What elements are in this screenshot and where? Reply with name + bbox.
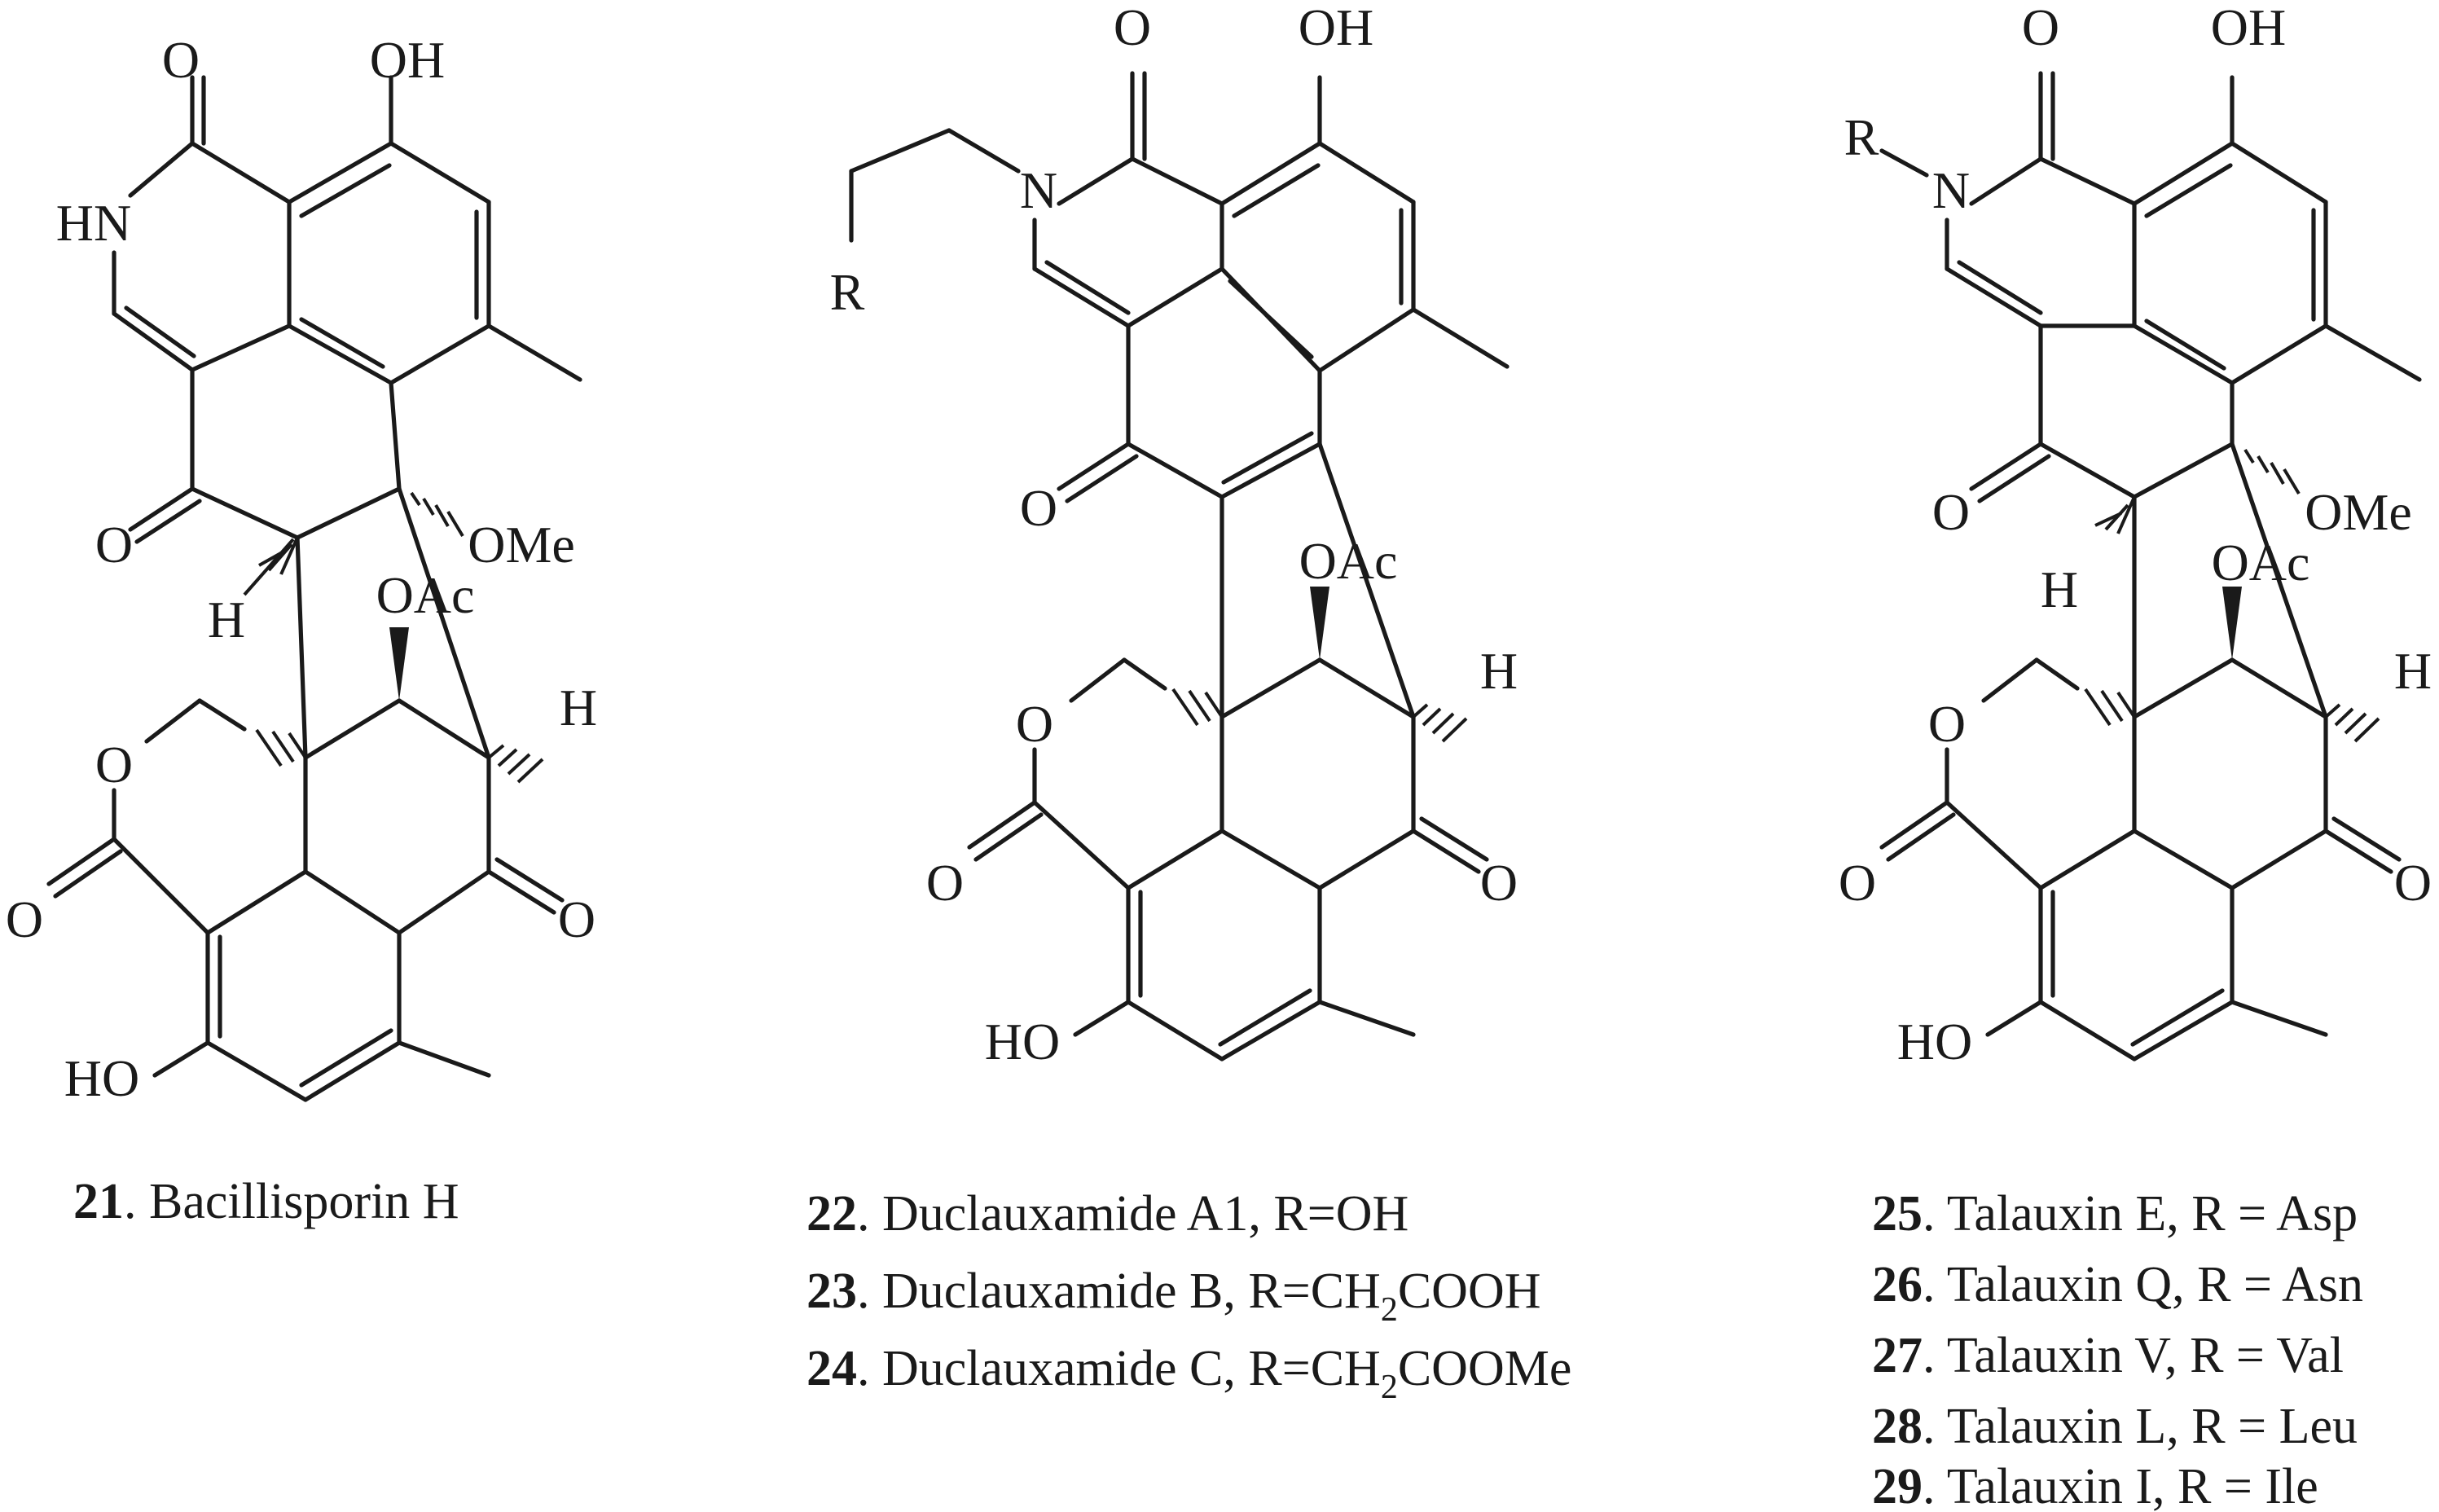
atom-HN: HN xyxy=(56,194,131,252)
atom-HO: HO xyxy=(985,1013,1060,1070)
structure-25-29: R N O OH O OMe H OAc H O O O HO xyxy=(1839,0,2432,1070)
atom-O: O xyxy=(1839,854,1876,912)
atom-OAc: OAc xyxy=(2212,534,2310,591)
atom-OH: OH xyxy=(1299,0,1373,56)
atom-OH: OH xyxy=(370,31,445,89)
structure-21: O OH HN O OMe OAc H H O O O HO xyxy=(6,31,597,1107)
atom-OAc: OAc xyxy=(376,566,475,624)
atom-O: O xyxy=(558,890,595,948)
atom-O: O xyxy=(1114,0,1151,56)
atom-H: H xyxy=(560,679,597,736)
atom-OMe: OMe xyxy=(468,516,575,574)
caption-29: 29. Talauxin I, R = Ile xyxy=(1872,1459,2318,1512)
caption-27: 27. Talauxin V, R = Val xyxy=(1872,1328,2344,1383)
caption-22: 22. Duclauxamide A1, R=OH xyxy=(806,1186,1408,1242)
caption-24: 24. Duclauxamide C, R=CH2COOMe xyxy=(806,1341,1571,1406)
atom-O: O xyxy=(162,31,200,89)
caption-25: 25. Talauxin E, R = Asp xyxy=(1872,1186,2358,1242)
atom-R: R xyxy=(830,263,865,321)
atom-O: O xyxy=(95,736,133,793)
atom-OMe: OMe xyxy=(2305,483,2412,541)
atom-O: O xyxy=(1020,479,1057,537)
atom-O: O xyxy=(6,890,43,948)
caption-23: 23. Duclauxamide B, R=CH2COOH xyxy=(806,1264,1541,1329)
caption-21: 21. Bacillisporin H xyxy=(73,1174,459,1229)
atom-O: O xyxy=(95,516,133,574)
caption-28: 28. Talauxin L, R = Leu xyxy=(1872,1399,2358,1454)
atom-O: O xyxy=(2394,854,2432,912)
atom-N: N xyxy=(1932,161,1970,219)
atom-H: H xyxy=(2041,560,2078,618)
atom-O: O xyxy=(1928,695,1966,753)
atom-OAc: OAc xyxy=(1299,532,1398,590)
atom-H: H xyxy=(2394,642,2432,700)
atom-R: R xyxy=(1844,108,1879,166)
structure-22-24: R N O OH O OAc H O O O HO xyxy=(830,0,1518,1070)
atom-O: O xyxy=(1932,483,1970,541)
atom-OH: OH xyxy=(2211,0,2286,56)
atom-O: O xyxy=(926,854,964,912)
atom-O: O xyxy=(1480,854,1518,912)
atom-HO: HO xyxy=(64,1049,139,1107)
atom-H: H xyxy=(1480,642,1518,700)
atom-N: N xyxy=(1020,161,1057,219)
captions: 21. Bacillisporin H 22. Duclauxamide A1,… xyxy=(73,1174,2363,1512)
atom-HO: HO xyxy=(1897,1013,1972,1070)
atom-O: O xyxy=(1016,695,1053,753)
caption-26: 26. Talauxin Q, R = Asn xyxy=(1872,1257,2363,1312)
atom-O: O xyxy=(2022,0,2059,56)
atom-H: H xyxy=(208,591,245,648)
